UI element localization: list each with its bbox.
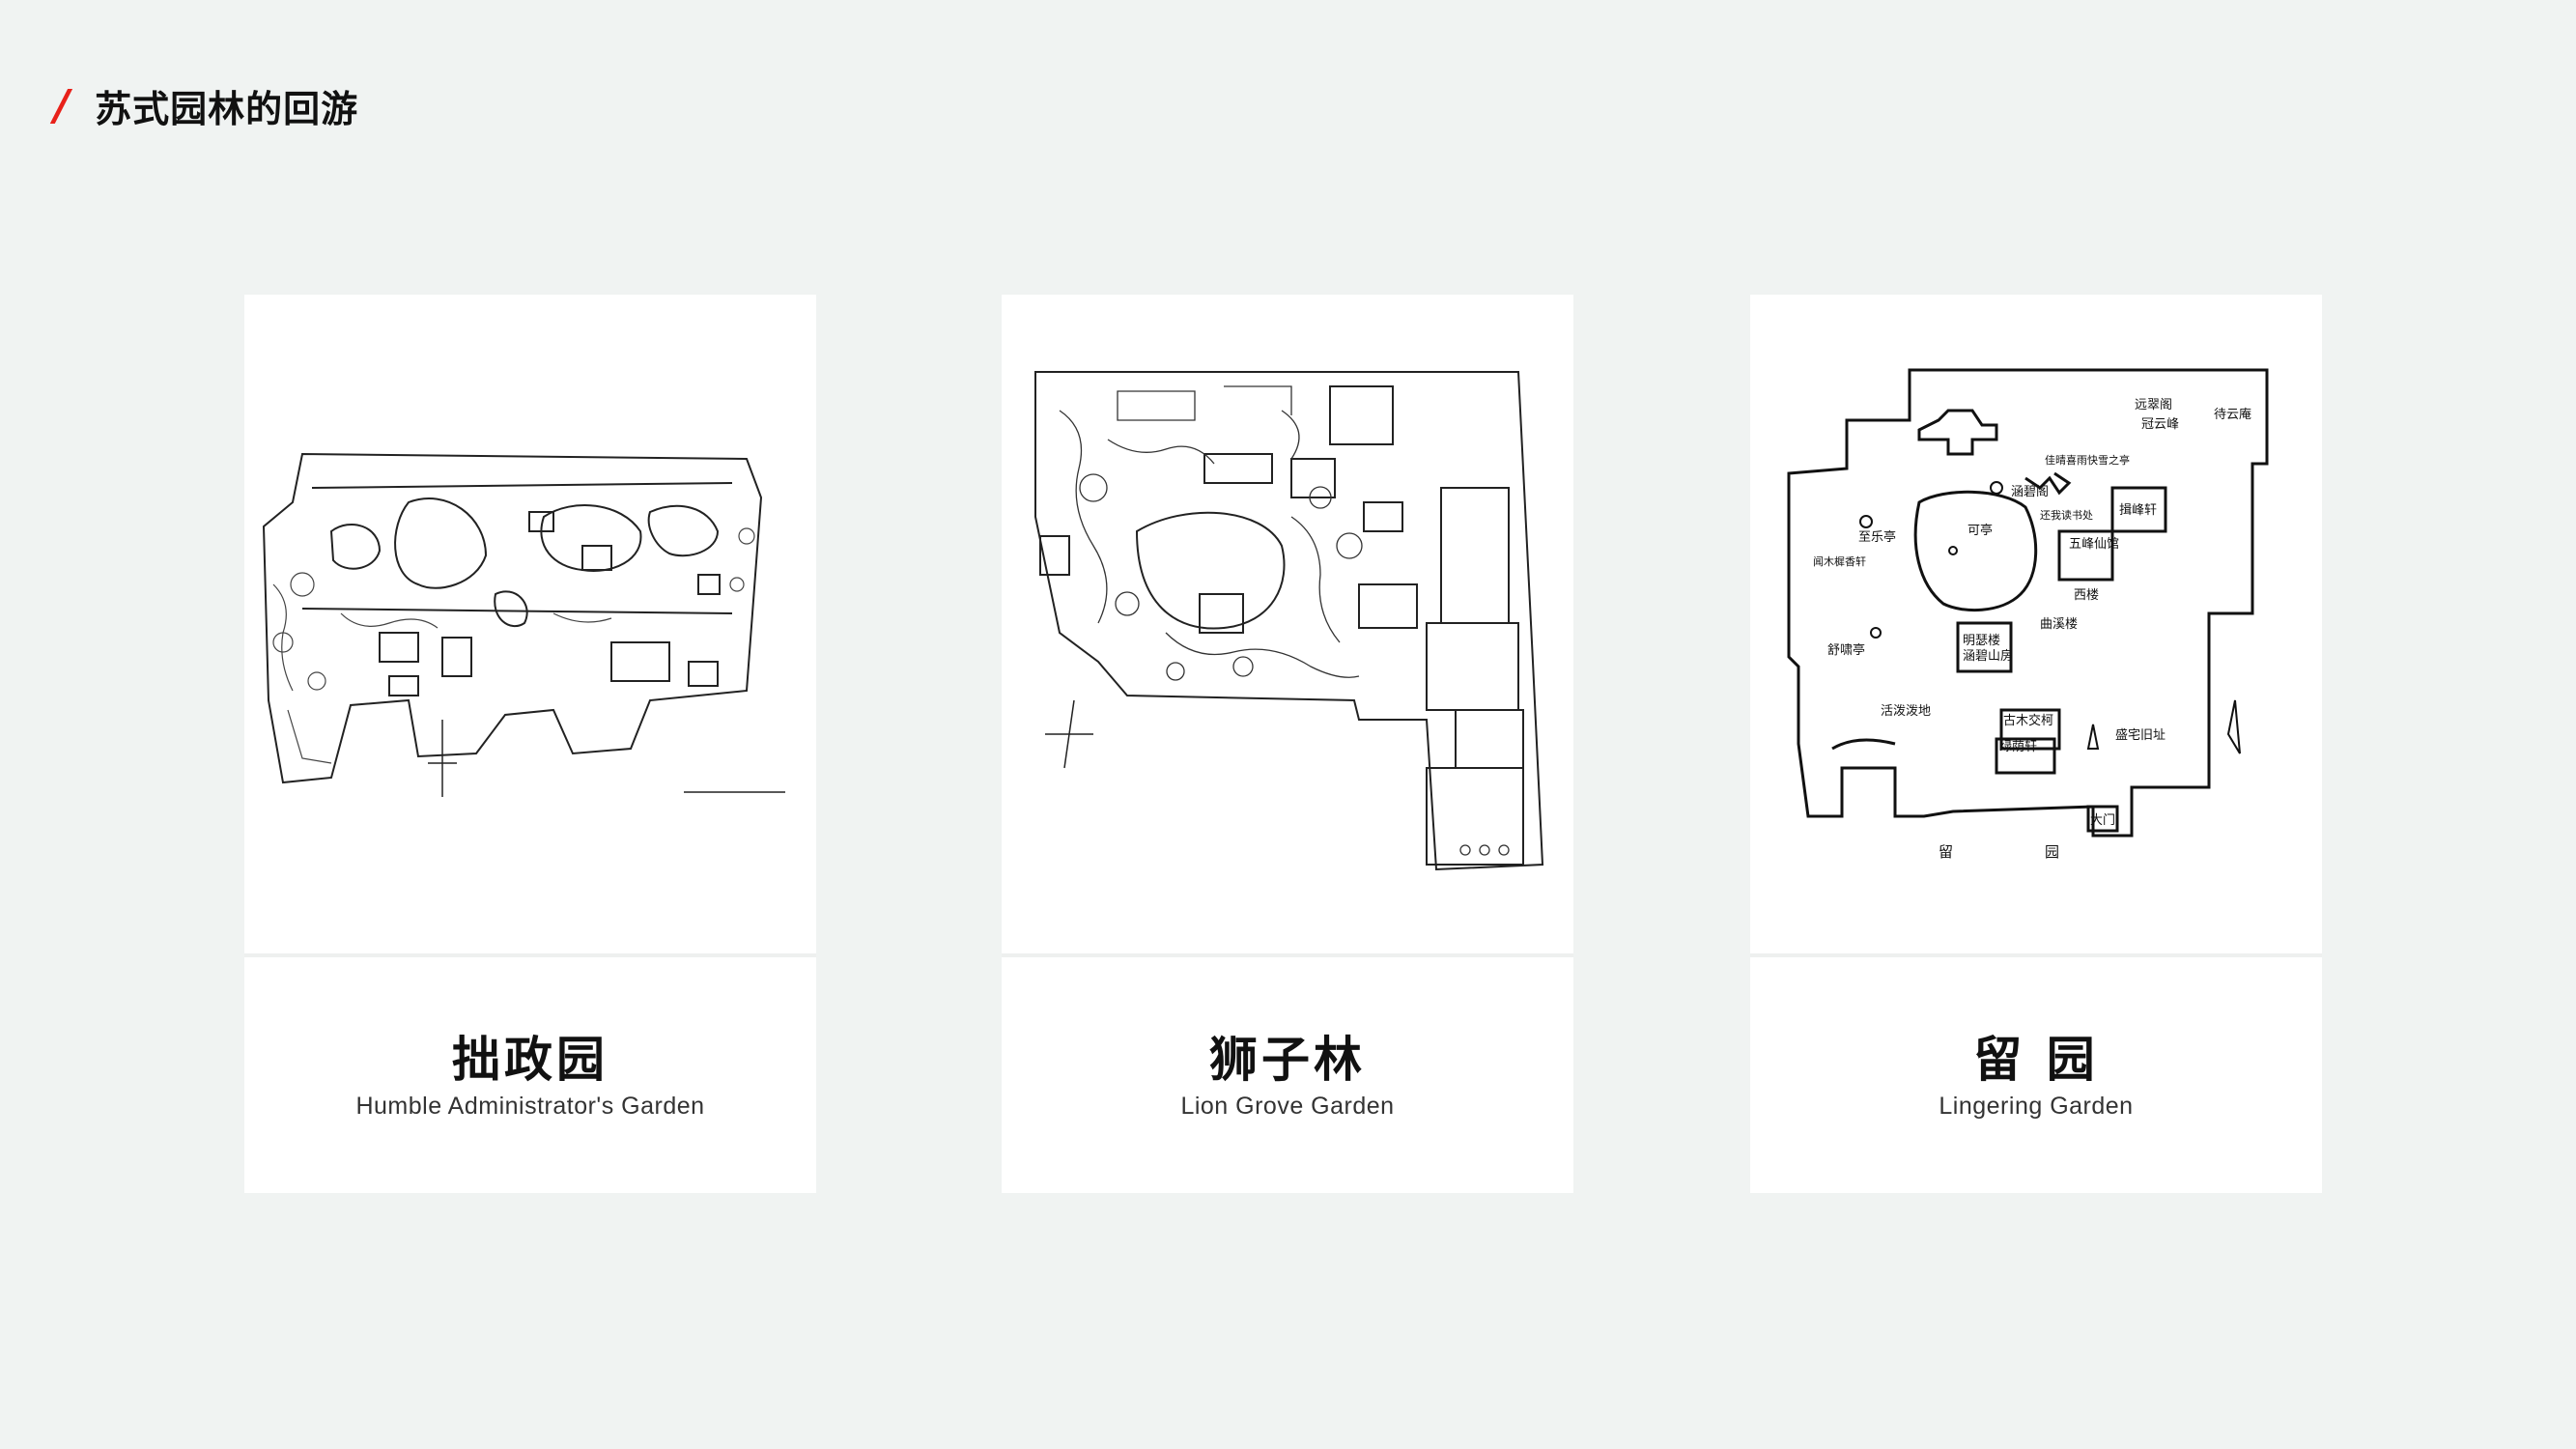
plan-label: 远翠阁 <box>2135 398 2172 412</box>
plan-label: 待云庵 <box>2214 407 2251 422</box>
plan-label: 可亭 <box>1967 523 1993 538</box>
plan-label: 曲溪楼 <box>2040 617 2078 632</box>
garden-name-en: Lingering Garden <box>1939 1093 2134 1120</box>
accent-slash-icon: / <box>54 81 71 130</box>
garden-name-zh: 留 园 <box>1973 1031 2099 1088</box>
plan-label: 古木交柯 <box>2003 713 2053 728</box>
garden-plan-image: 远翠阁 冠云峰 待云庵 佳晴喜雨快雪之亭 涵碧阁 五峰仙馆 还我读书处 揖峰轩 … <box>1750 295 2322 957</box>
plan-label: 大门 <box>2090 813 2115 828</box>
plan-label: 五峰仙馆 <box>2069 537 2119 552</box>
plan-label: 绿荫轩 <box>1999 740 2037 754</box>
plan-label: 明瑟楼 <box>1963 634 2000 648</box>
plan-label: 盛宅旧址 <box>2115 728 2166 743</box>
garden-name-en: Lion Grove Garden <box>1180 1093 1395 1120</box>
garden-name-zh: 狮子林 <box>1209 1031 1366 1088</box>
garden-card-humble-administrator: 拙政园 Humble Administrator's Garden <box>244 295 816 1193</box>
plan-label: 冠云峰 <box>2141 417 2179 432</box>
garden-plan-image <box>1002 295 1573 957</box>
plan-label: 至乐亭 <box>1858 529 1896 545</box>
garden-name-zh: 拙政园 <box>452 1031 609 1088</box>
garden-plan-drawing <box>1034 371 1544 871</box>
plan-label: 佳晴喜雨快雪之亭 <box>2045 453 2130 467</box>
garden-card-lingering: 远翠阁 冠云峰 待云庵 佳晴喜雨快雪之亭 涵碧阁 五峰仙馆 还我读书处 揖峰轩 … <box>1750 295 2322 1193</box>
page-header: / 苏式园林的回游 <box>54 79 358 132</box>
plan-label: 园 <box>2045 843 2059 861</box>
plan-label: 西楼 <box>2074 588 2099 603</box>
plan-label: 活泼泼地 <box>1881 704 1931 719</box>
garden-name-en: Humble Administrator's Garden <box>355 1093 705 1120</box>
garden-card-lion-grove: 狮子林 Lion Grove Garden <box>1002 295 1573 1193</box>
garden-plan-drawing: 远翠阁 冠云峰 待云庵 佳晴喜雨快雪之亭 涵碧阁 五峰仙馆 还我读书处 揖峰轩 … <box>1787 368 2269 861</box>
plan-label: 闻木樨香轩 <box>1813 554 1866 568</box>
garden-plan-image <box>244 295 816 957</box>
plan-label: 涵碧阁 <box>2011 485 2049 499</box>
plan-label: 涵碧山房 <box>1963 648 2013 664</box>
plan-label: 舒啸亭 <box>1827 642 1865 658</box>
plan-label: 还我读书处 <box>2040 508 2093 522</box>
page-title: 苏式园林的回游 <box>95 88 359 130</box>
plan-label: 揖峰轩 <box>2119 503 2157 518</box>
garden-plan-drawing <box>262 452 785 797</box>
plan-label: 留 <box>1939 843 1953 861</box>
